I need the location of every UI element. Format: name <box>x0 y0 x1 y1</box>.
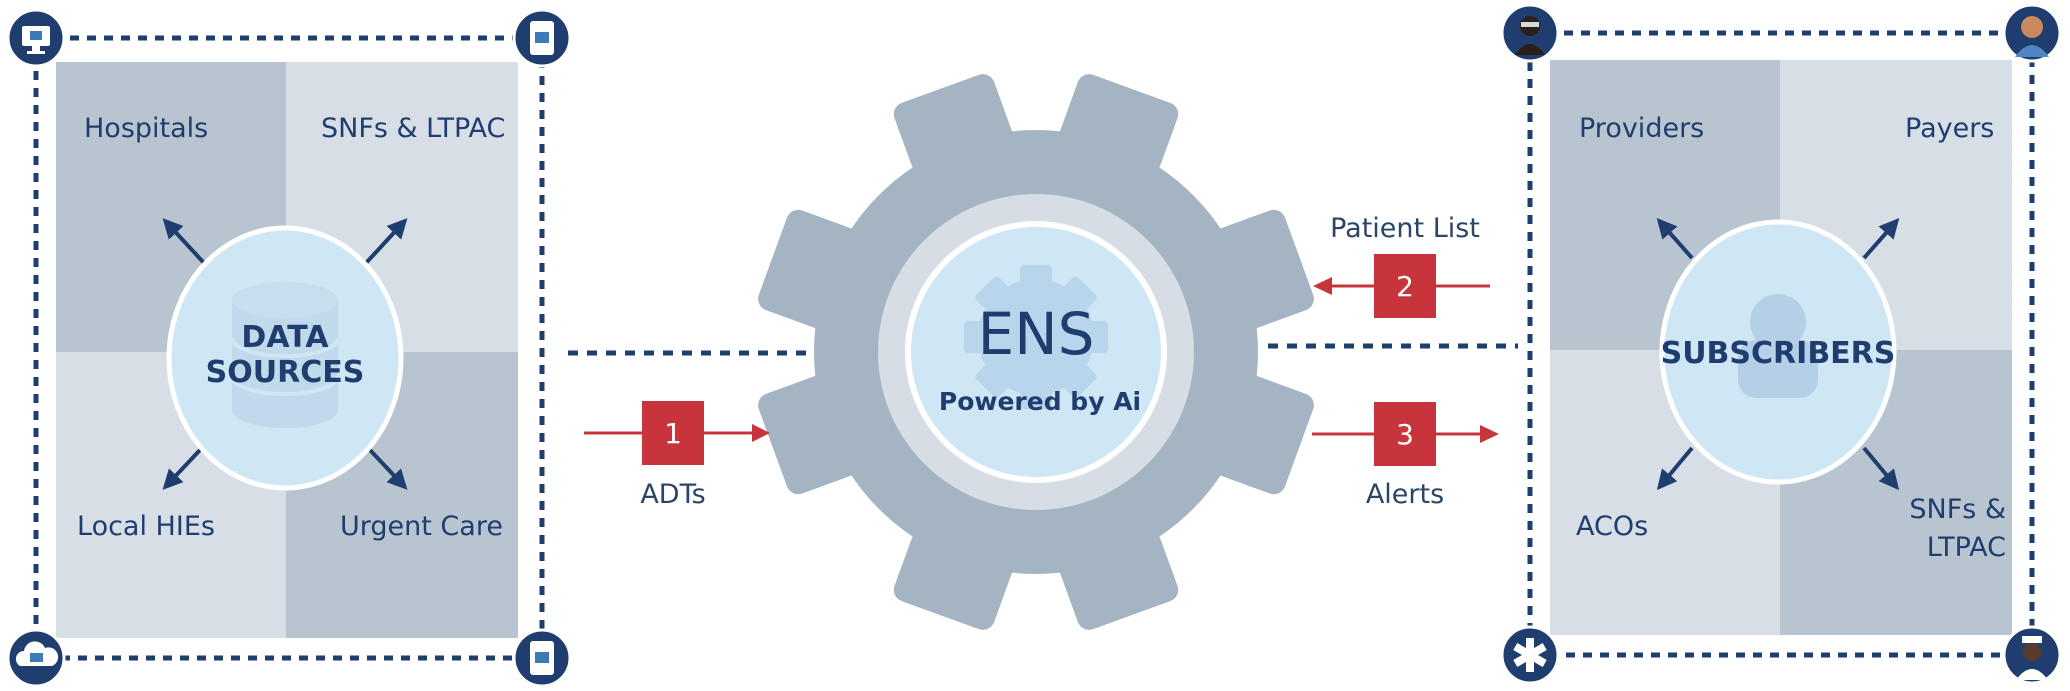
quadrant-label-urgent-care: Urgent Care <box>340 511 503 542</box>
data-sources-panel: Hospitals SNFs & LTPAC Local HIEs Urgent… <box>6 8 572 688</box>
subscribers-panel: Providers Payers ACOs SNFs & LTPAC SUBSC… <box>1500 3 2062 685</box>
data-sources-title-line2: SOURCES <box>206 355 365 390</box>
quadrant-label-snfs-line1: SNFs & <box>1909 494 2006 525</box>
quadrant-label-hospitals: Hospitals <box>84 113 208 144</box>
data-sources-title-line1: DATA <box>241 320 329 355</box>
step-3-badge <box>1374 402 1436 466</box>
quadrant-label-payers: Payers <box>1905 113 1994 144</box>
ens-title: ENS <box>978 300 1095 368</box>
doctor-icon <box>1500 3 1560 63</box>
step-2-arrowhead <box>1313 277 1332 295</box>
ens-subtitle: Powered by Ai <box>939 387 1141 416</box>
step-3-alerts: 3 Alerts <box>1312 402 1499 510</box>
arrow-to-urgent <box>368 448 408 490</box>
step-2-label: Patient List <box>1330 213 1480 244</box>
tablet-device-icon <box>512 628 572 688</box>
arrow-to-hies <box>162 448 202 490</box>
step-1-badge <box>642 401 704 465</box>
database-icon <box>230 282 340 428</box>
step-3-label: Alerts <box>1366 479 1444 510</box>
quadrant-label-acos: ACOs <box>1576 511 1648 542</box>
quadrant-label-snfs: SNFs & LTPAC <box>321 113 505 144</box>
medical-star-icon <box>1500 625 1560 685</box>
step-3-arrowhead <box>1480 425 1499 443</box>
data-sources-dashed-border <box>33 35 545 661</box>
quadrant-label-local-hies: Local HIEs <box>77 511 215 542</box>
cloud-folder-icon <box>6 628 66 688</box>
arrow-to-snfs-ltpac <box>1862 446 1900 491</box>
step-1-label: ADTs <box>640 479 705 510</box>
step-2-patient-list: 2 Patient List <box>1313 213 1490 318</box>
step-1-adts: 1 ADTs <box>584 401 770 510</box>
arrow-to-hospitals <box>162 218 206 265</box>
quadrant-label-snfs-line2: LTPAC <box>1927 532 2006 563</box>
person-watermark-icon <box>1738 294 1818 398</box>
tablet-folder-icon <box>512 8 572 68</box>
arrow-to-payers <box>1862 218 1900 260</box>
step-1-number: 1 <box>664 417 682 450</box>
arrow-to-acos <box>1656 446 1694 491</box>
quadrant-label-providers: Providers <box>1579 113 1704 144</box>
step-1-arrowhead <box>752 424 770 442</box>
arrow-to-providers <box>1656 218 1694 260</box>
step-3-number: 3 <box>1396 418 1414 451</box>
nurse-icon <box>2002 625 2062 685</box>
step-2-number: 2 <box>1396 270 1414 303</box>
subscribers-title: SUBSCRIBERS <box>1661 336 1896 371</box>
step-2-badge <box>1374 254 1436 318</box>
small-gear-watermark-icon <box>964 265 1108 409</box>
ens-gear: ENS Powered by Ai <box>758 74 1314 630</box>
desktop-folder-icon <box>6 8 66 68</box>
arrow-to-snfs <box>364 218 408 265</box>
patient-icon <box>2002 3 2062 63</box>
